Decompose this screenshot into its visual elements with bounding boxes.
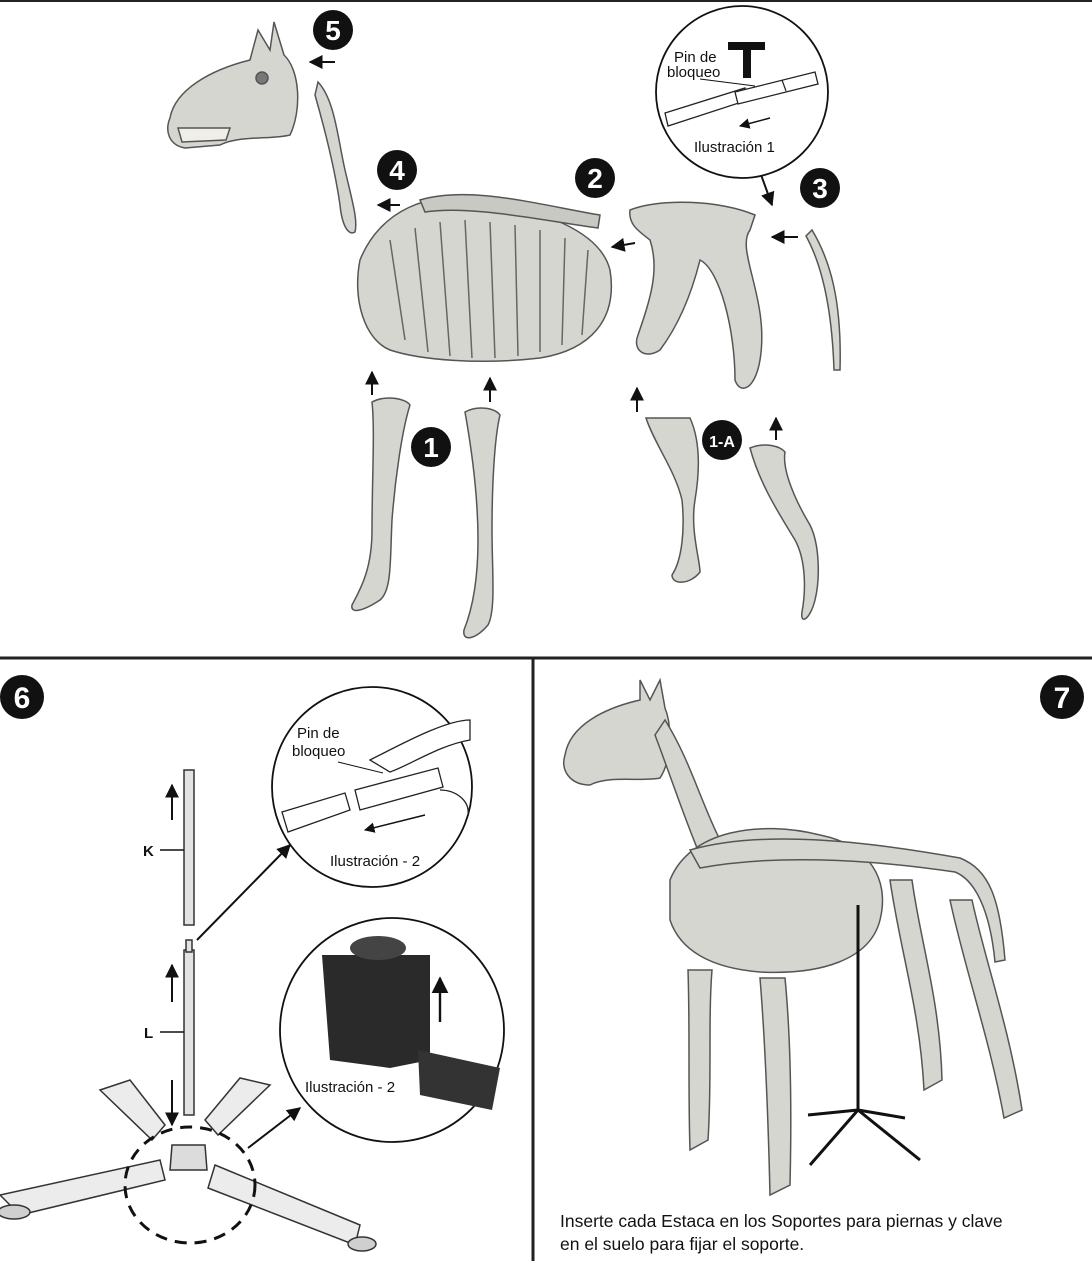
hind-leg-right <box>750 445 818 619</box>
front-leg-left <box>352 398 410 610</box>
ill2-base-caption: Ilustración - 2 <box>305 1079 395 1096</box>
step-1-label: 1 <box>423 432 439 463</box>
step-1a-label: 1-A <box>709 434 735 451</box>
ill2-pin-caption: Ilustración - 2 <box>330 853 420 870</box>
step-4-label: 4 <box>389 155 405 186</box>
front-torso-part <box>358 195 612 362</box>
step-badge-6: 6 <box>0 675 44 719</box>
step-3-label: 3 <box>812 173 828 204</box>
step-5-label: 5 <box>325 15 341 46</box>
step-badge-3: 3 <box>800 168 840 208</box>
illustration-2-base-detail <box>280 918 504 1142</box>
ill1-pin-line2: bloqueo <box>667 64 720 81</box>
step-6-label: 6 <box>14 682 31 715</box>
hind-leg-left <box>646 418 700 582</box>
part-k-label: K <box>143 843 154 860</box>
instruction-line-2: en el suelo para fijar el soporte. <box>560 1233 1080 1256</box>
step-badge-1: 1 <box>411 427 451 467</box>
front-leg-right <box>464 408 500 638</box>
tail-part <box>806 230 840 370</box>
rear-pelvis-part <box>630 202 762 388</box>
part-labels: K L <box>143 843 154 1042</box>
step-badge-1a: 1-A <box>702 420 742 460</box>
step-badge-4: 4 <box>377 150 417 190</box>
ill1-caption: Ilustración 1 <box>694 139 775 156</box>
illustration-2-base-labels: Ilustración - 2 <box>305 1079 395 1096</box>
neck-part <box>315 82 356 233</box>
step-badge-2: 2 <box>575 158 615 198</box>
instruction-text: Inserte cada Estaca en los Soportes para… <box>560 1210 1080 1256</box>
step-badge-7: 7 <box>1040 675 1084 719</box>
ill2-pin-line1: Pin de <box>297 725 340 742</box>
step-7-label: 7 <box>1054 682 1071 715</box>
instruction-line-1: Inserte cada Estaca en los Soportes para… <box>560 1210 1080 1233</box>
step-badge-5: 5 <box>313 10 353 50</box>
part-l-label: L <box>144 1025 153 1042</box>
assembled-skeleton-view <box>564 680 1022 1195</box>
step-2-label: 2 <box>587 163 603 194</box>
ill2-pin-line2: bloqueo <box>292 743 345 760</box>
skull-part <box>168 22 298 148</box>
